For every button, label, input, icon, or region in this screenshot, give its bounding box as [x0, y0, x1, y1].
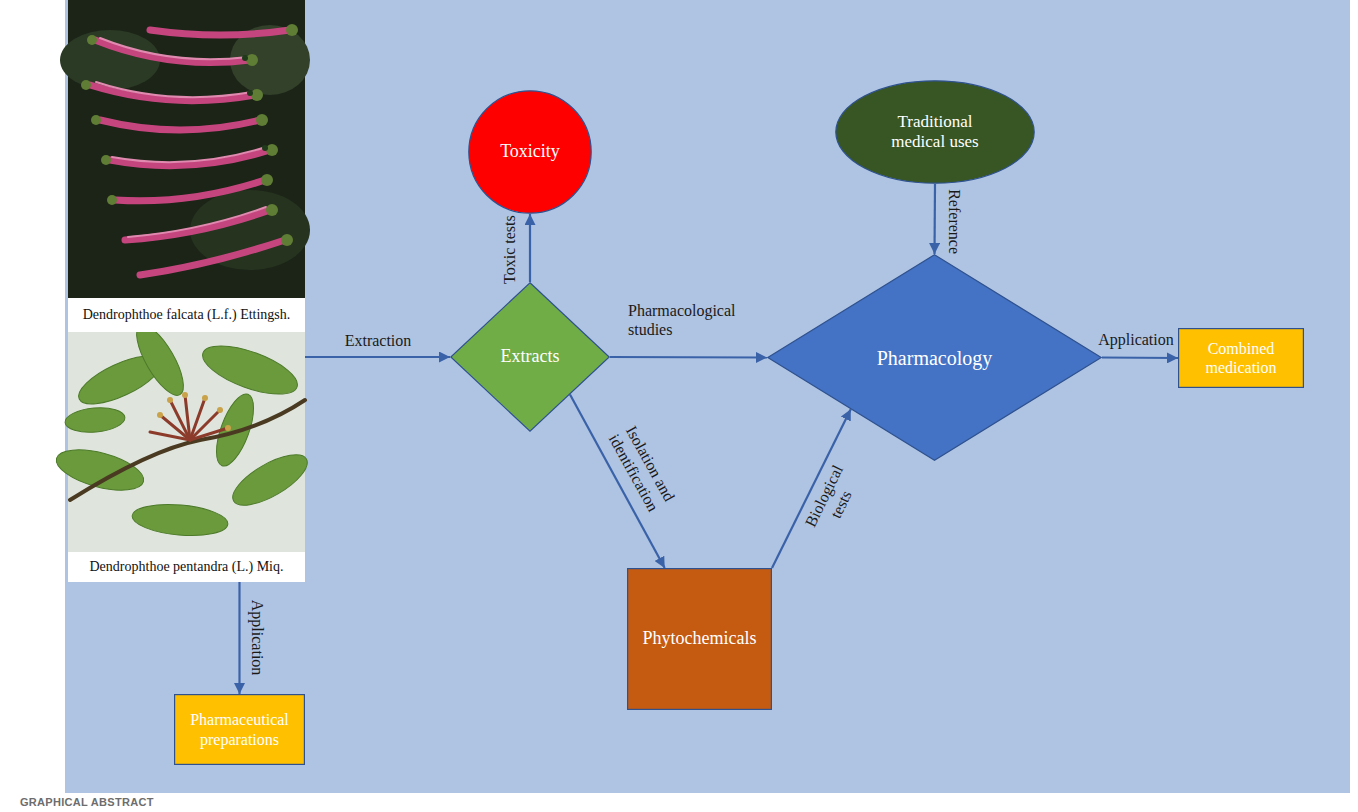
edge-label: Reference: [944, 182, 963, 262]
arrow-connector: [305, 356, 450, 358]
node-content: Extracts: [501, 346, 560, 368]
falcata-photo: [60, 0, 310, 298]
node-content: Traditional medical uses: [875, 112, 995, 153]
node-content: Dendrophthoe falcata (L.f.) Ettingsh.: [68, 298, 305, 332]
arrow-connector: [238, 582, 240, 694]
application-box: Combined medication: [1178, 328, 1304, 388]
phytochemicals-box: Phytochemicals: [627, 568, 772, 710]
ellipse-shape: [836, 81, 1034, 183]
arrow-connector: [529, 214, 531, 282]
arrow-connector: [933, 184, 936, 254]
edge-label: Application: [247, 593, 266, 683]
node-label: Dendrophthoe falcata (L.f.) Ettingsh.: [83, 307, 291, 324]
edge-label: Application: [1095, 330, 1177, 349]
node-label: Dendrophthoe pentandra (L.) Miq.: [90, 559, 284, 576]
node-label: Extracts: [501, 346, 560, 368]
edge-label: Pharmacological studies: [628, 301, 748, 339]
node-label: Pharmaceutical preparations: [182, 710, 297, 748]
node-label: Phytochemicals: [643, 628, 757, 650]
edge-label: Extraction: [323, 331, 433, 350]
toxicity-circle: Toxicity: [468, 90, 592, 214]
node-label: Toxicity: [500, 141, 560, 163]
edge-label: Toxic tests: [500, 205, 519, 295]
diamond-shape: [451, 283, 609, 431]
node-content: Toxicity: [500, 141, 560, 163]
diamond-shape: [768, 255, 1101, 460]
plant-photo: Dendrophthoe pentandra (L.) Miq.: [68, 332, 305, 582]
source-ellipse: Traditional medical uses: [835, 80, 1035, 184]
node-outline: [174, 694, 305, 765]
node-label: Pharmacology: [877, 346, 993, 370]
node-label: Traditional medical uses: [875, 112, 995, 153]
node-content: Combined medication: [1186, 339, 1296, 377]
application-box: Pharmaceutical preparations: [174, 694, 305, 765]
edge-label: Isolation and identification: [599, 411, 685, 524]
node-content: Pharmacology: [877, 346, 993, 370]
extracts-diamond: Extracts: [450, 282, 610, 432]
box-shape: [175, 695, 305, 765]
node-outline: [1178, 328, 1304, 388]
node-content: Pharmaceutical preparations: [182, 710, 297, 748]
background-panel: [65, 0, 1350, 793]
arrow-connector: [610, 356, 767, 359]
box-shape: [1179, 329, 1304, 388]
node-label: Combined medication: [1186, 339, 1296, 377]
node-content: Dendrophthoe pentandra (L.) Miq.: [68, 552, 305, 582]
plant-photo: Dendrophthoe falcata (L.f.) Ettingsh.: [68, 0, 305, 332]
pharmacology-diamond: Pharmacology: [767, 254, 1102, 461]
arrow-connector: [1102, 356, 1178, 359]
ellipse-shape: [469, 91, 591, 213]
pentandra-photo: [52, 318, 314, 552]
figure-caption: GRAPHICAL ABSTRACT: [20, 796, 154, 808]
box-shape: [628, 569, 772, 710]
node-content: Phytochemicals: [643, 628, 757, 650]
edge-label: Biological tests: [796, 453, 868, 546]
